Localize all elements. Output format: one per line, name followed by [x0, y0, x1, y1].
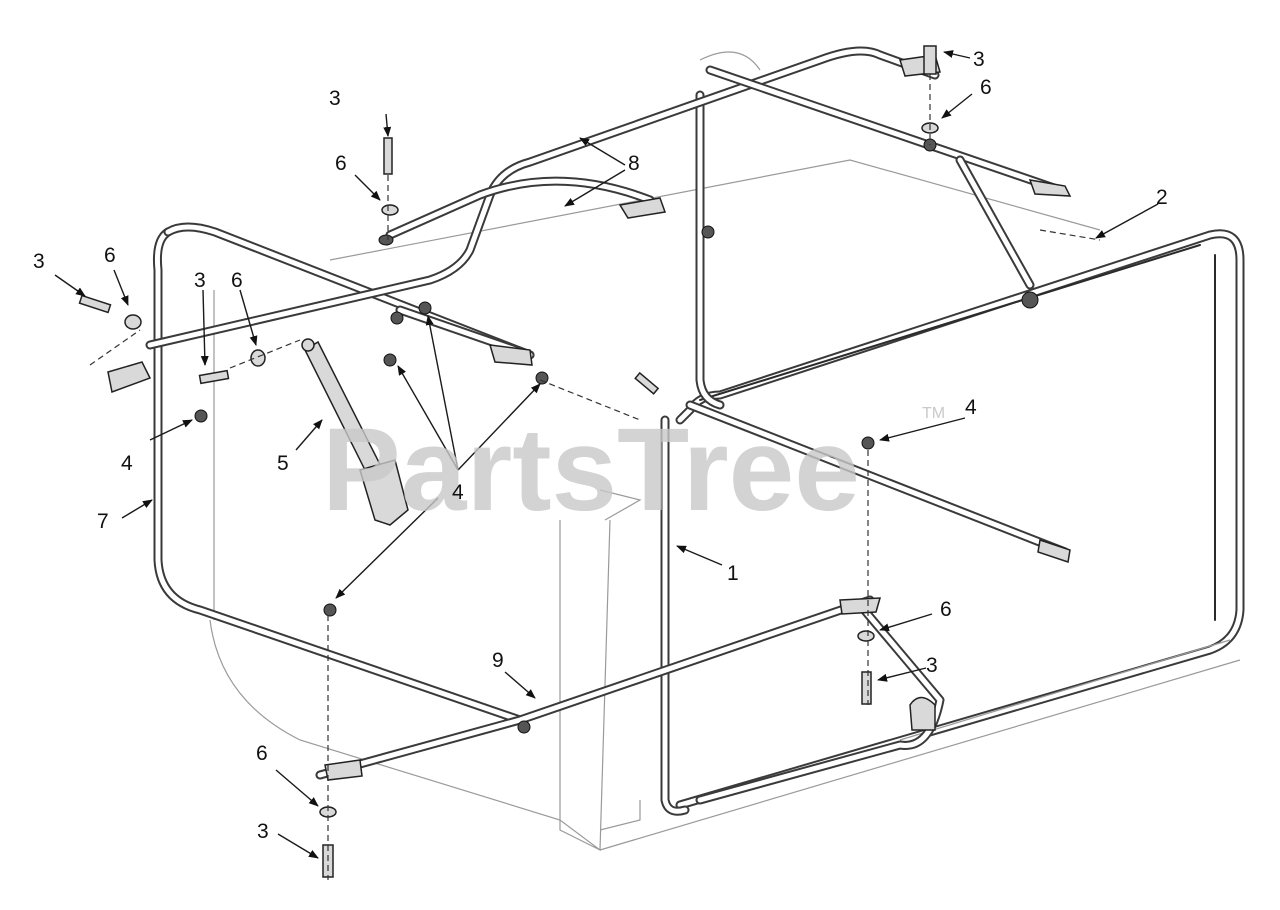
nut — [517, 720, 531, 734]
nut — [1021, 291, 1039, 309]
callout-3: 3 — [973, 48, 985, 71]
callout-6: 6 — [256, 742, 268, 765]
watermark-text: PartsTree — [322, 404, 860, 536]
nut — [701, 225, 715, 239]
washer — [124, 314, 142, 330]
watermark: PartsTree TM — [322, 404, 945, 536]
callout-3: 3 — [257, 820, 269, 843]
nut — [861, 436, 875, 450]
washer — [381, 204, 399, 216]
bolt — [198, 369, 230, 385]
bolt — [634, 371, 660, 395]
callout-2: 2 — [1156, 186, 1168, 209]
callout-8: 8 — [628, 152, 640, 175]
assembly-lines — [89, 74, 1101, 880]
callout-4: 4 — [121, 452, 133, 475]
bolt — [923, 45, 937, 75]
callout-6: 6 — [104, 244, 116, 267]
nut — [378, 234, 394, 246]
nut — [194, 409, 208, 423]
nut — [390, 311, 404, 325]
nut — [418, 301, 432, 315]
callouts: 3 6 3 6 8 2 3 6 3 6 4 4 5 4 7 1 6 3 9 6 … — [33, 48, 1168, 843]
left-frame-tube-7 — [153, 222, 535, 725]
right-frame-tube-2 — [675, 229, 1245, 810]
bin-outline — [209, 51, 1241, 852]
watermark-trademark: TM — [922, 405, 945, 422]
leader-lines — [54, 50, 1159, 859]
washer — [857, 630, 875, 642]
callout-6: 6 — [940, 598, 952, 621]
callout-4: 4 — [452, 481, 464, 504]
callout-5: 5 — [277, 452, 289, 475]
callout-6: 6 — [335, 152, 347, 175]
callout-3: 3 — [329, 87, 341, 110]
callout-3: 3 — [194, 269, 206, 292]
nut — [323, 603, 337, 617]
callout-6: 6 — [231, 269, 243, 292]
callout-7: 7 — [97, 510, 109, 533]
vertical-tube-1 — [660, 90, 725, 816]
callout-6: 6 — [980, 76, 992, 99]
callout-4: 4 — [965, 396, 977, 419]
callout-1: 1 — [727, 562, 739, 585]
nut — [383, 353, 397, 367]
lower-tube-9 — [315, 595, 945, 805]
bolt — [78, 294, 112, 314]
bolt — [861, 671, 872, 705]
callout-3: 3 — [926, 654, 938, 677]
nut — [535, 371, 549, 385]
shock-absorber-5 — [301, 338, 409, 526]
bolt — [383, 137, 393, 175]
upper-tube-8 — [145, 46, 1065, 350]
washer — [250, 349, 266, 367]
callout-9: 9 — [492, 649, 504, 672]
callout-3: 3 — [33, 250, 45, 273]
brackets — [107, 54, 1072, 781]
